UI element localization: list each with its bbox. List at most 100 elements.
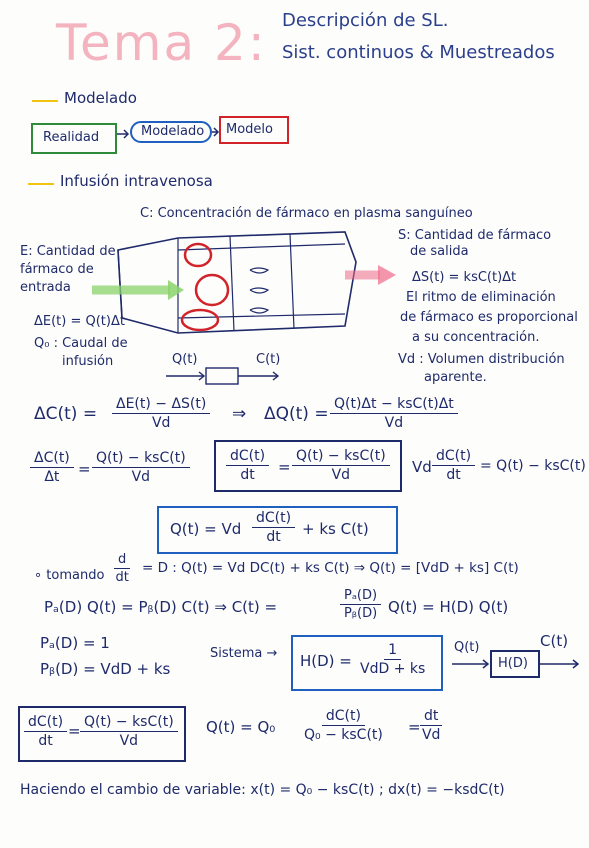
block-realidad <box>31 123 117 154</box>
take-frac: d dt <box>114 552 131 585</box>
r2-lhs-den: Δt <box>44 469 60 485</box>
box-num1: dC(t) <box>226 448 270 466</box>
box-den2: Vd <box>331 467 351 483</box>
r2-eq: = <box>78 460 91 478</box>
box-den1: dt <box>240 467 255 483</box>
block-realidad-label: Realidad <box>43 130 100 145</box>
input-label-line3: entrada <box>20 280 71 295</box>
pa-den: Pᵦ(D) <box>343 606 378 621</box>
dq-den: Vd <box>384 415 404 431</box>
last-frac1: dC(t) dt <box>24 714 68 749</box>
output-label-line1: S: Cantidad de fármaco <box>398 228 552 243</box>
h-den: VdD + ks <box>360 661 426 677</box>
eq-input: ΔE(t) = Q(t)Δt <box>34 314 125 329</box>
bullet-dash-infusion <box>28 183 54 185</box>
take-den: dt <box>115 570 129 585</box>
input-label-line2: fármaco de <box>20 262 94 277</box>
eq-output: ΔS(t) = ksC(t)Δt <box>412 270 517 285</box>
bullet-dash-modelado <box>32 100 58 102</box>
pa-equals-1: Pₐ(D) = 1 <box>40 634 110 652</box>
blk-in-label: Q(t) <box>454 640 480 655</box>
blue-den: dt <box>266 529 281 545</box>
elim-line3: a su concentración. <box>412 330 540 345</box>
pa-num: Pₐ(D) <box>340 588 382 605</box>
h-num: 1 <box>384 642 402 660</box>
blue-boxed-equation <box>157 506 398 554</box>
blue-lhs: Q(t) = Vd <box>170 520 242 538</box>
pa-frac: Pₐ(D) Pᵦ(D) <box>340 588 382 621</box>
dq-fraction: Q(t)Δt − ksC(t)Δt Vd <box>330 396 458 431</box>
sep-frac1: dC(t) Q₀ − ksC(t) <box>304 708 383 743</box>
h-block <box>490 650 540 678</box>
blue-frac: dC(t) dt <box>252 510 296 545</box>
implies-arrow: ⇒ <box>232 404 247 424</box>
r2-lhs-num: ΔC(t) <box>30 450 74 468</box>
last-eq: = <box>68 722 81 740</box>
transfer-function-box <box>291 635 443 691</box>
blk-mid-label: H(D) <box>498 656 528 671</box>
blk-out-label: C(t) <box>540 632 569 650</box>
pa-rhs: Q(t) = H(D) Q(t) <box>388 598 509 616</box>
sistema-label: Sistema → <box>210 646 278 661</box>
final-line: Haciendo el cambio de variable: x(t) = Q… <box>20 782 505 798</box>
vd-line1: Vd : Volumen distribución <box>398 352 565 367</box>
dc-num: ΔE(t) − ΔS(t) <box>112 396 211 414</box>
sep-frac2: dt Vd <box>420 708 443 743</box>
take-num: d <box>114 552 131 569</box>
subtitle-line2: Sist. continuos & Muestreados <box>282 42 555 63</box>
last-num1: dC(t) <box>24 714 68 732</box>
r2-lhs-fraction: ΔC(t) Δt <box>30 450 74 485</box>
block-modelo <box>219 116 289 144</box>
r2-num: Q(t) − ksC(t) <box>92 450 190 468</box>
dq-lhs: ΔQ(t) = <box>264 404 329 424</box>
elim-line2: de fármaco es proporcional <box>400 310 578 325</box>
vd-num: dC(t) <box>432 448 476 466</box>
box-frac2: Q(t) − ksC(t) Vd <box>292 448 390 483</box>
vd-prefix: Vd <box>412 458 432 476</box>
last-den1: dt <box>38 733 53 749</box>
boxed-ode <box>214 440 402 492</box>
h-lhs: H(D) = <box>300 652 352 670</box>
block-in-label: Q(t) <box>172 352 198 367</box>
elim-line1: El ritmo de eliminación <box>406 290 556 305</box>
section-heading-modelado: Modelado <box>64 89 137 107</box>
q0-label-line1: Q₀ : Caudal de <box>34 336 128 351</box>
pb-equals: Pᵦ(D) = VdD + ks <box>40 660 171 678</box>
block-modelo-label: Modelo <box>226 122 273 137</box>
blue-rhs: + ks C(t) <box>302 520 369 538</box>
r2-den: Vd <box>131 469 151 485</box>
pa-line: Pₐ(D) Q(t) = Pᵦ(D) C(t) ⇒ C(t) = <box>44 598 278 616</box>
q0-label-line2: infusión <box>62 354 114 369</box>
last-den2: Vd <box>119 733 139 749</box>
dq-num: Q(t)Δt − ksC(t)Δt <box>330 396 458 414</box>
box-eq: = <box>278 458 291 476</box>
r2-rhs-fraction: Q(t) − ksC(t) Vd <box>92 450 190 485</box>
block-out-label: C(t) <box>256 352 281 367</box>
last-boxed-ode <box>18 706 186 762</box>
sep-den2: Vd <box>421 727 441 743</box>
input-label-line1: E: Cantidad de <box>20 244 116 259</box>
sep-den1: Q₀ − ksC(t) <box>304 727 383 743</box>
subtitle-line1: Descripción de SL. <box>282 10 449 31</box>
page-title: Tema 2: <box>56 14 267 72</box>
block-modelado <box>130 121 212 143</box>
blue-num: dC(t) <box>252 510 296 528</box>
box-num2: Q(t) − ksC(t) <box>292 448 390 466</box>
sep-num1: dC(t) <box>321 708 365 726</box>
q-constant: Q(t) = Q₀ <box>206 718 276 736</box>
last-frac2: Q(t) − ksC(t) Vd <box>80 714 178 749</box>
sep-eq: = <box>408 718 421 736</box>
dc-fraction: ΔE(t) − ΔS(t) Vd <box>112 396 211 431</box>
vd-rhs: = Q(t) − ksC(t) <box>480 458 586 474</box>
block-modelado-label: Modelado <box>141 124 205 139</box>
h-frac: 1 VdD + ks <box>360 642 425 677</box>
dc-den: Vd <box>151 415 171 431</box>
sep-num2: dt <box>420 708 443 726</box>
take-rest: = D : Q(t) = Vd DC(t) + ks C(t) ⇒ Q(t) =… <box>142 560 519 576</box>
vd-frac: dC(t) dt <box>432 448 476 483</box>
vd-line2: aparente. <box>424 370 487 385</box>
dc-lhs: ΔC(t) = <box>34 404 98 424</box>
take-prefix: ∘ tomando <box>34 568 105 583</box>
